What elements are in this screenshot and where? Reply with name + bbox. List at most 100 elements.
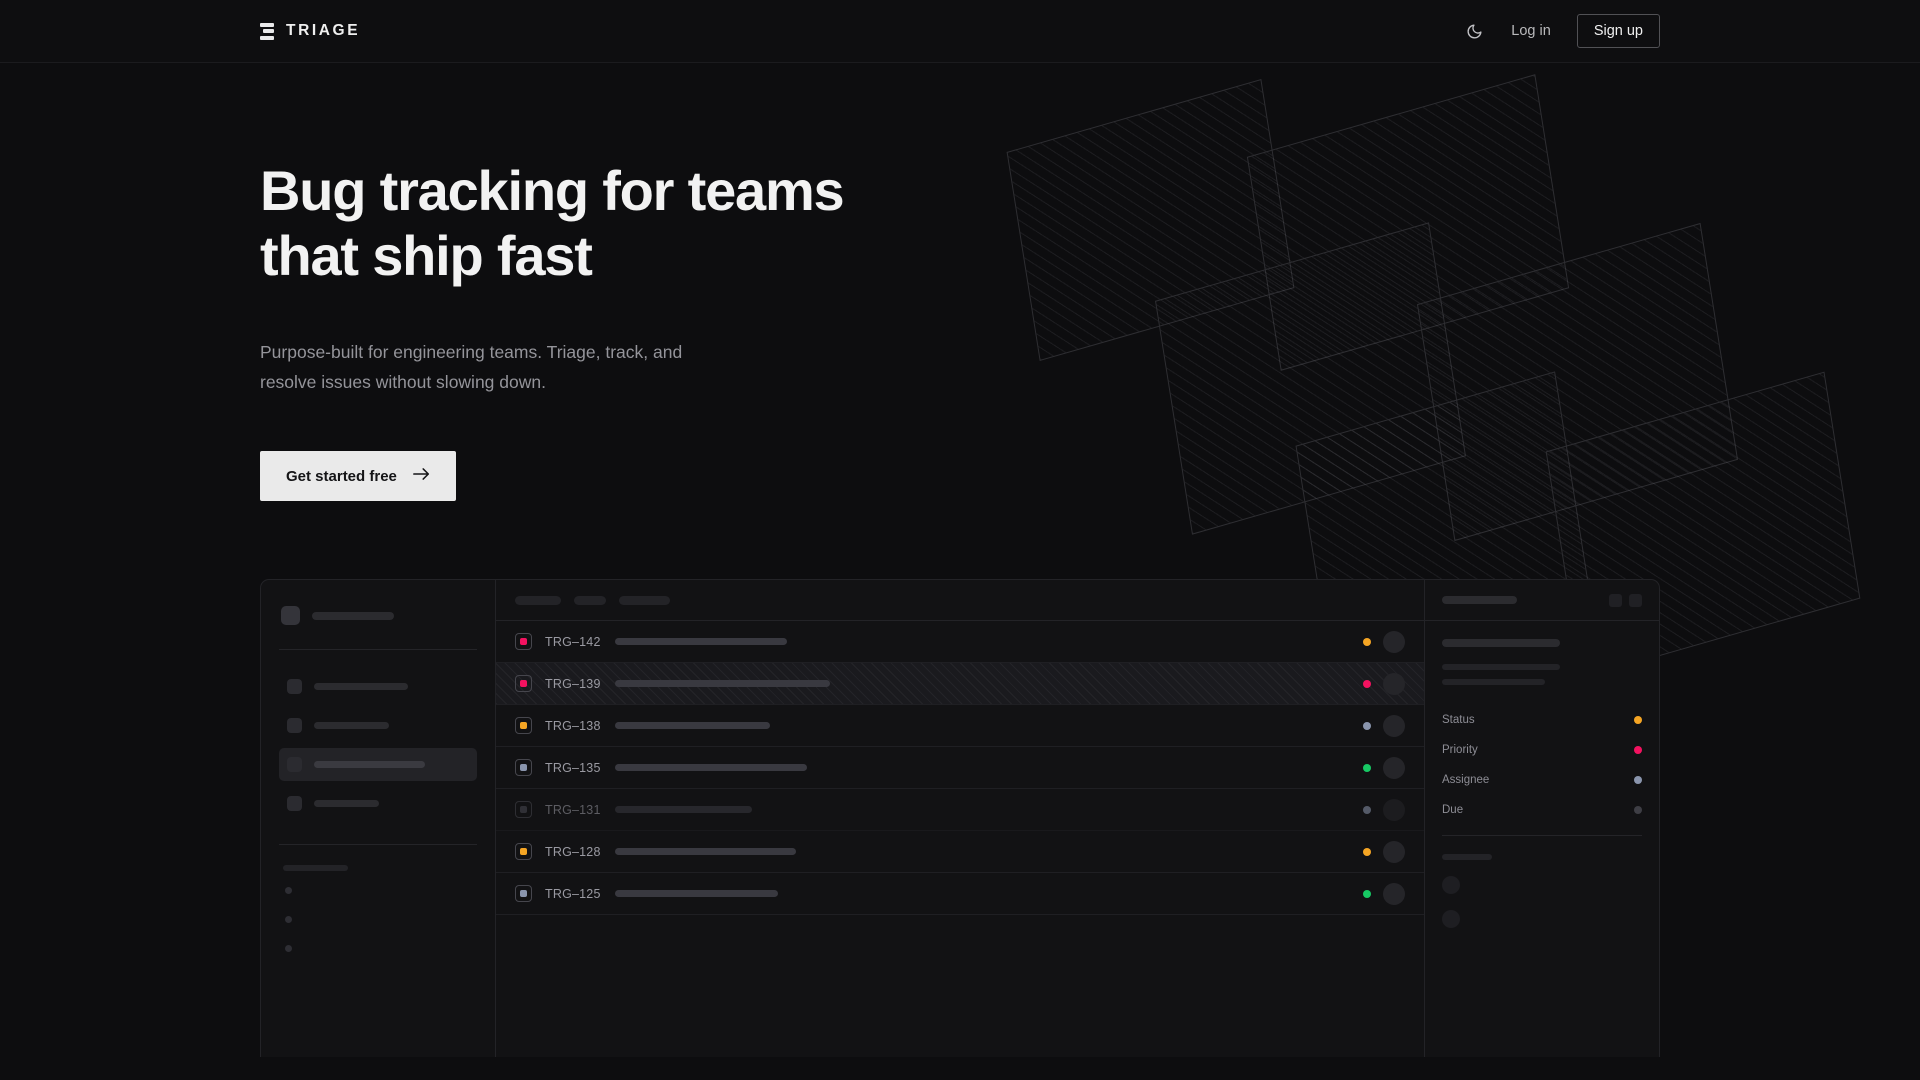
stacked-bars-logo-icon <box>260 22 274 40</box>
row-meta <box>1363 672 1405 695</box>
detail-meta-row-due[interactable]: Due <box>1442 795 1642 825</box>
arrow-right-icon <box>412 467 430 485</box>
sidebar-item-label <box>314 800 379 808</box>
issue-type-icon <box>515 717 532 735</box>
detail-activity-label <box>1442 854 1492 861</box>
table-row[interactable]: TRG–128 <box>496 831 1424 874</box>
workspace-avatar <box>281 606 300 626</box>
avatar[interactable] <box>1383 672 1405 695</box>
hero-content: Bug tracking for teams that ship fast Pu… <box>260 63 1660 502</box>
detail-header-button-2[interactable] <box>1629 593 1642 607</box>
table-row[interactable]: TRG–142 <box>496 621 1424 664</box>
issue-type-icon <box>515 801 532 819</box>
toolbar-pill-2[interactable] <box>574 595 606 605</box>
issue-key: TRG–125 <box>545 886 601 901</box>
row-meta <box>1363 714 1405 737</box>
issue-title-placeholder <box>615 680 830 688</box>
avatar[interactable] <box>1383 630 1405 653</box>
issue-title-placeholder <box>615 764 807 772</box>
issue-list-toolbar <box>496 580 1424 622</box>
detail-meta-row-status[interactable]: Status <box>1442 705 1642 735</box>
toolbar-pill-3[interactable] <box>619 595 670 605</box>
sidebar-item-icon <box>287 796 302 812</box>
issue-type-icon <box>515 759 532 777</box>
sidebar-item-3[interactable] <box>279 748 477 782</box>
status-badge[interactable] <box>1363 847 1371 856</box>
sidebar-item-icon <box>287 679 302 695</box>
avatar[interactable] <box>1383 882 1405 905</box>
sidebar-item-2[interactable] <box>279 709 477 742</box>
login-link[interactable]: Log in <box>1511 23 1551 39</box>
activity-avatar-2[interactable] <box>1442 910 1460 929</box>
get-started-button[interactable]: Get started free <box>260 451 456 502</box>
issue-title-placeholder <box>615 722 770 730</box>
table-row[interactable]: TRG–131 <box>496 789 1424 832</box>
table-row[interactable]: TRG–139 <box>496 663 1424 706</box>
detail-header-button-1[interactable] <box>1609 593 1622 607</box>
toolbar-pill-1[interactable] <box>515 595 561 605</box>
detail-meta-value-dot <box>1634 776 1642 785</box>
detail-header-actions <box>1609 593 1642 607</box>
detail-meta-row-assignee[interactable]: Assignee <box>1442 765 1642 795</box>
avatar[interactable] <box>1383 798 1405 821</box>
row-meta <box>1363 882 1405 905</box>
table-row[interactable]: TRG–138 <box>496 705 1424 748</box>
status-badge[interactable] <box>1363 721 1371 730</box>
sidebar-divider-bottom <box>279 844 477 846</box>
sidebar-item-label <box>314 722 389 730</box>
status-badge[interactable] <box>1363 637 1371 646</box>
sidebar-item-icon <box>287 757 302 773</box>
sidebar-divider-top <box>279 649 477 651</box>
sidebar-sub-item-3[interactable] <box>279 945 477 953</box>
signup-button[interactable]: Sign up <box>1576 14 1660 48</box>
avatar[interactable] <box>1383 756 1405 779</box>
issue-key: TRG–139 <box>545 676 601 691</box>
sidebar-sub-bullet-icon <box>285 916 292 924</box>
activity-avatar-1[interactable] <box>1442 876 1460 895</box>
issue-key: TRG–142 <box>545 634 601 649</box>
navbar-inner: TRIAGE Log in Sign up <box>260 14 1660 48</box>
detail-activity-avatars <box>1442 876 1642 929</box>
get-started-label: Get started free <box>286 467 397 485</box>
issue-key: TRG–131 <box>545 802 601 817</box>
row-meta <box>1363 798 1405 821</box>
detail-meta-label: Due <box>1442 804 1464 817</box>
sidebar-item-icon <box>287 718 302 734</box>
detail-panel-header <box>1425 580 1659 622</box>
table-row[interactable]: TRG–135 <box>496 747 1424 790</box>
row-meta <box>1363 630 1405 653</box>
brand-logo[interactable]: TRIAGE <box>260 22 360 40</box>
sidebar-item-1[interactable] <box>279 670 477 703</box>
detail-meta-row-priority[interactable]: Priority <box>1442 735 1642 765</box>
detail-meta-value-dot <box>1634 716 1642 725</box>
sidebar-item-4[interactable] <box>279 787 477 820</box>
row-meta <box>1363 840 1405 863</box>
mockup-sidebar <box>261 580 496 1058</box>
avatar[interactable] <box>1383 714 1405 737</box>
status-badge[interactable] <box>1363 763 1371 772</box>
hero-section: Bug tracking for teams that ship fast Pu… <box>0 63 1920 1080</box>
detail-meta-label: Priority <box>1442 744 1478 757</box>
issue-type-icon <box>515 843 532 861</box>
sidebar-sub-item-1[interactable] <box>279 887 477 895</box>
issue-title-placeholder <box>615 806 752 814</box>
avatar[interactable] <box>1383 840 1405 863</box>
status-badge[interactable] <box>1363 805 1371 814</box>
issue-key: TRG–128 <box>545 844 601 859</box>
top-navbar: TRIAGE Log in Sign up <box>0 0 1920 63</box>
sidebar-workspace-header[interactable] <box>279 602 477 626</box>
sidebar-sub-item-2[interactable] <box>279 916 477 924</box>
moon-icon[interactable] <box>1463 20 1485 42</box>
table-row[interactable]: TRG–125 <box>496 873 1424 916</box>
status-badge[interactable] <box>1363 679 1371 688</box>
sidebar-sub-list <box>279 887 477 953</box>
page-title: Bug tracking for teams that ship fast <box>260 159 845 287</box>
status-badge[interactable] <box>1363 889 1371 898</box>
issue-title-placeholder <box>615 890 778 898</box>
detail-desc-line-2 <box>1442 679 1545 686</box>
